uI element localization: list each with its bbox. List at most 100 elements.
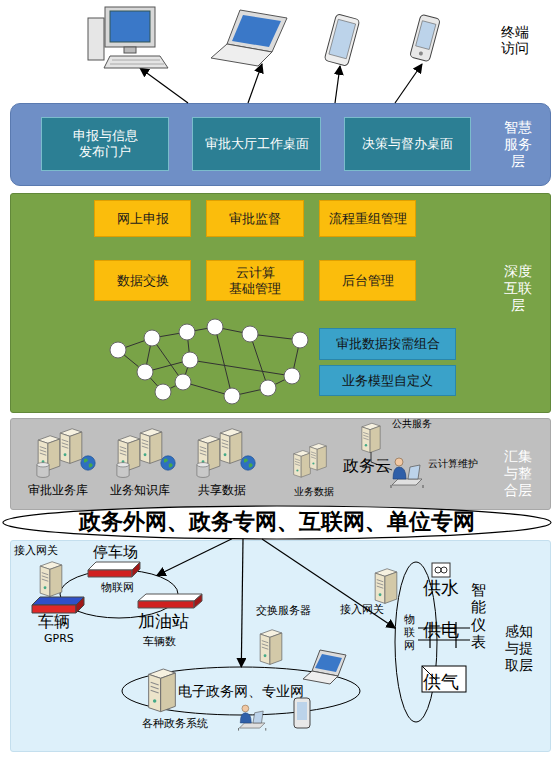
phone-icon	[410, 14, 441, 62]
maintenance-person	[391, 458, 423, 488]
gas-box	[422, 666, 466, 692]
iot-device	[88, 562, 140, 570]
laptop-icon	[227, 10, 287, 52]
layer-label: 感知与提取层	[504, 623, 534, 673]
database-server	[81, 456, 95, 470]
function-box: 审批监督	[206, 200, 304, 237]
database-server	[37, 423, 380, 477]
iot-device	[88, 570, 132, 577]
phone-icon	[294, 698, 310, 728]
desktop-icon	[110, 11, 150, 42]
iot-device	[76, 597, 84, 613]
desktop-icon	[104, 56, 168, 68]
ellipse-outline	[122, 667, 360, 715]
graph-node	[260, 380, 276, 396]
meter-icon	[432, 563, 450, 577]
database-server	[118, 436, 140, 471]
gateway-server	[40, 562, 62, 597]
node-label: 审批数据按需组合	[336, 336, 440, 352]
desktop-icon	[105, 7, 155, 47]
node-label: 决策与督办桌面	[362, 136, 453, 152]
desktop-icon	[88, 7, 168, 68]
desktop-icon	[110, 60, 164, 64]
layer-band: 智慧服务层 申报与信息 发布门户 审批大厅工作桌面 决策与督办桌面	[10, 103, 551, 186]
iot-device	[32, 605, 76, 613]
access-arrow	[335, 66, 340, 103]
connector-arrow	[157, 539, 232, 576]
gateway-server	[375, 569, 397, 604]
gas-box	[422, 666, 466, 692]
service-box: 审批大厅工作桌面	[192, 117, 321, 171]
graph-node	[144, 330, 160, 346]
operator-person	[239, 705, 266, 731]
iot-device	[194, 594, 202, 608]
laptop-icon	[315, 654, 342, 672]
node-label: 申报与信息 发布门户	[65, 128, 145, 159]
phone-icon	[297, 702, 307, 720]
function-box: 数据交换	[94, 260, 191, 301]
iot-ellipse: 物联网	[394, 561, 438, 723]
laptop-icon	[211, 44, 272, 66]
ellipse-outline	[394, 561, 438, 723]
database-server	[117, 463, 129, 478]
graph-node	[182, 352, 198, 368]
access-arrow	[395, 64, 422, 103]
ellipse-outline	[3, 506, 551, 539]
desktop-icon	[88, 18, 104, 60]
layer-band: 感知与提取层物联网电子政务网、专业网物联网	[10, 540, 551, 752]
exchange-server	[260, 630, 282, 665]
database-server	[220, 429, 242, 464]
graph-node	[137, 364, 153, 380]
node-label: 审批大厅工作桌面	[205, 136, 309, 152]
ellipse-outline	[60, 570, 178, 618]
function-box: 流程重组管理	[319, 200, 416, 237]
graph-node	[179, 324, 195, 340]
meter-icon	[432, 563, 450, 577]
phone-icon	[418, 51, 423, 56]
model-box: 业务模型自定义	[319, 365, 456, 396]
database-server	[362, 423, 380, 452]
node-label: 网上申报	[117, 211, 169, 227]
layer-label: 智慧服务层	[503, 119, 533, 169]
iot-device	[32, 562, 202, 613]
operator-person	[239, 705, 266, 731]
exchange-server	[149, 669, 176, 712]
access-arrow	[248, 64, 262, 103]
graph-node	[224, 388, 240, 404]
node-label: 流程重组管理	[329, 211, 407, 227]
desktop-icon	[124, 47, 136, 53]
iot-device	[138, 601, 194, 608]
network-graph	[118, 327, 300, 396]
ellipse-outline	[395, 562, 437, 722]
laptop-icon	[211, 10, 287, 66]
database-server	[140, 429, 162, 464]
connector-arrow	[262, 539, 395, 628]
graph-node	[110, 342, 126, 358]
laptop-icon	[303, 671, 338, 684]
connector-arrow	[241, 539, 243, 667]
graph-node	[292, 332, 308, 348]
layer-band: 汇集与整合层	[10, 418, 551, 510]
network-ellipse: 政务外网、政务专网、互联网、单位专网	[2, 505, 552, 540]
node-label: 云计算 基础管理	[220, 265, 290, 296]
layer-band: 深度互联层网上申报审批监督流程重组管理数据交换云计算 基础管理后台管理审批数据按…	[10, 193, 551, 413]
laptop-icon	[232, 15, 281, 47]
access-arrow	[140, 68, 188, 103]
phone-icon	[410, 14, 441, 62]
network-ellipse: 电子政务网、专业网	[121, 666, 361, 716]
model-box: 审批数据按需组合	[319, 328, 456, 360]
database-server	[241, 456, 255, 470]
graph-node	[284, 368, 300, 384]
database-server	[310, 444, 327, 471]
laptop-icon	[303, 650, 346, 684]
node-label: 审批监督	[229, 211, 281, 227]
database-server	[161, 456, 175, 470]
access-arrow	[140, 64, 422, 103]
iot-device	[138, 594, 202, 601]
function-box: 云计算 基础管理	[206, 260, 304, 301]
phone-icon	[294, 698, 310, 728]
graph-node	[175, 374, 191, 390]
node-label: 数据交换	[117, 273, 169, 289]
power-line	[418, 622, 470, 648]
